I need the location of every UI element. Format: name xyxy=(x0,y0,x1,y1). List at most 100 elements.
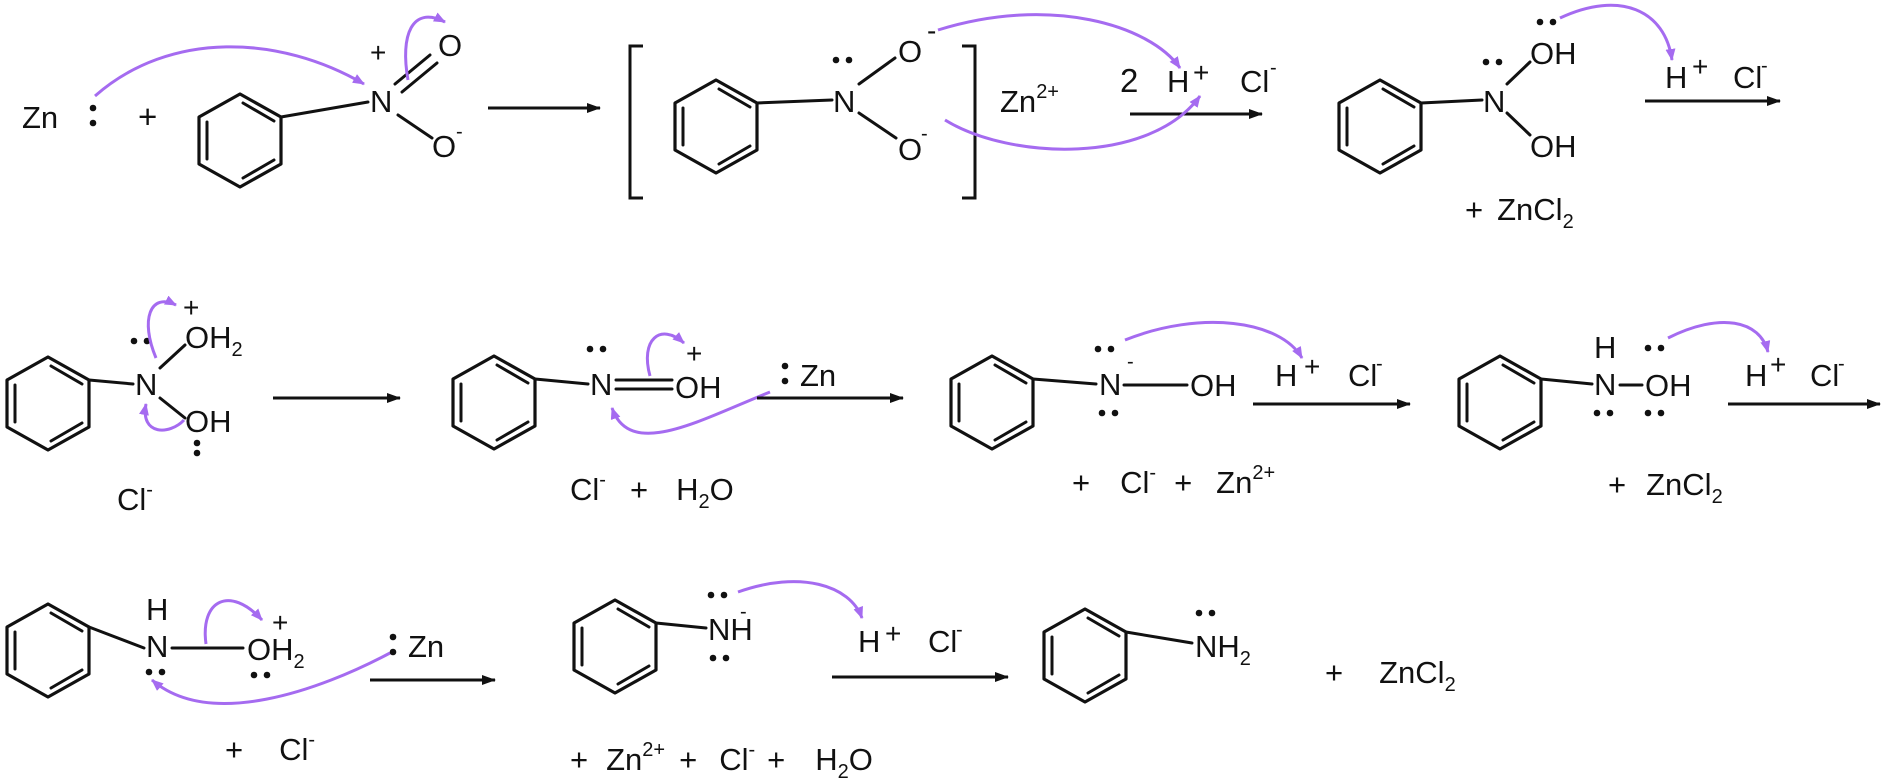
o-minus-charge: - xyxy=(927,15,936,46)
oh-upper-label: OH xyxy=(1530,36,1577,71)
curved-arrow-zn-to-n xyxy=(94,45,365,98)
n-minus-charge: - xyxy=(740,601,747,623)
c-n-bond xyxy=(1539,377,1594,386)
c-n-bond xyxy=(1031,377,1098,386)
h-plus-charge: + xyxy=(1304,351,1320,382)
byproduct-zncl2: +ZnCl2 xyxy=(1465,192,1574,233)
lone-pair-dot xyxy=(1111,409,1119,417)
oh2-label: OH2 xyxy=(247,632,305,673)
cl-minus-charge: - xyxy=(956,619,963,641)
row2-step: N + OH2 OH Cl- N + OH Cl-+H2O Zn xyxy=(5,292,1881,517)
curved-arrow-o-to-h xyxy=(1667,320,1771,353)
zn-reagent-label: Zn xyxy=(408,629,444,664)
benzene-ring-nitrobenzene xyxy=(197,92,283,189)
reagent-h-label: H xyxy=(858,624,880,659)
lone-pair-dot xyxy=(158,668,166,676)
lone-pair-dot xyxy=(89,104,97,112)
oh-label: OH xyxy=(185,404,232,439)
reagent-cl-label: Cl xyxy=(1733,60,1762,95)
lone-pair-dot xyxy=(1549,18,1557,26)
reagent-h-label: H xyxy=(1665,60,1687,95)
n-o-double-bond-2 xyxy=(400,61,439,94)
curved-arrow-n-to-h xyxy=(1124,320,1304,359)
benzene-ring-aniline xyxy=(1042,607,1128,704)
benzene-ring-hydroxylamine xyxy=(1457,354,1543,451)
reagent-cl-label: Cl xyxy=(928,624,957,659)
left-bracket xyxy=(628,44,643,200)
n-oh-bond-upper xyxy=(1505,60,1532,86)
o-plus-charge: + xyxy=(183,292,199,323)
aniline-nh2-label: NH2 xyxy=(1195,629,1251,670)
n-o-bond-lower xyxy=(857,111,898,140)
n-plus-charge: + xyxy=(370,37,386,68)
h-plus-charge: + xyxy=(1770,349,1786,380)
c-n-bond xyxy=(654,621,708,630)
right-bracket xyxy=(962,44,977,200)
lone-pair-dot xyxy=(781,362,789,370)
cl-minus-charge: - xyxy=(1838,353,1845,375)
curved-arrow-o-to-h-2 xyxy=(944,95,1202,151)
h-plus-charge: + xyxy=(885,618,901,649)
nitro-o-double-label: O xyxy=(438,28,462,63)
reagent-cl-label: Cl xyxy=(1240,64,1269,99)
int-o-lower-label: O xyxy=(898,132,922,167)
lone-pair-dot xyxy=(1208,609,1216,617)
reagent-h-label: H xyxy=(1275,358,1297,393)
chloride-label: Cl- xyxy=(117,479,153,517)
lone-pair-dot xyxy=(1094,345,1102,353)
product-zncl2: +ZnCl2 xyxy=(1325,655,1456,696)
lone-pair-dot xyxy=(389,633,397,641)
nh-n-label: N xyxy=(146,629,168,664)
lone-pair-dot xyxy=(193,449,201,457)
lone-pair-dot xyxy=(781,377,789,385)
lone-pair-dot xyxy=(1536,18,1544,26)
c-n-bond xyxy=(755,98,834,105)
curved-arrow-o-to-n xyxy=(139,403,186,432)
nh-anion-label: NH xyxy=(708,612,753,647)
zn-ion-label: Zn2+ xyxy=(1000,81,1059,119)
int-n-label: N xyxy=(833,84,855,119)
byproduct-chloride: +Cl- xyxy=(225,729,315,767)
lone-pair-dot xyxy=(263,671,271,679)
oh2-label: OH2 xyxy=(185,320,243,361)
row3-step: H N + OH2 Zn +Cl- NH - +Zn2++Cl-+H2O H xyxy=(5,580,1456,778)
lone-pair-dot xyxy=(1657,409,1665,417)
n-label: N xyxy=(135,367,157,402)
n-oh-bond xyxy=(158,396,187,420)
o-plus-charge: + xyxy=(272,607,288,638)
cl-minus-charge: - xyxy=(1270,57,1277,79)
benzene-ring-nitrosonium xyxy=(451,354,537,451)
curved-arrow-o-to-h xyxy=(937,13,1182,69)
benzene-ring-intermediate xyxy=(673,78,759,175)
byproduct-zncl2: +ZnCl2 xyxy=(1608,467,1723,508)
n-o-double-bond xyxy=(393,53,432,86)
curved-arrow-o-lone-pair xyxy=(645,331,685,377)
lone-pair-dot xyxy=(722,654,730,662)
nh-h-label: H xyxy=(146,592,168,627)
lone-pair-dot xyxy=(720,591,728,599)
n-anion-label: N xyxy=(1099,367,1121,402)
nh-h-label: H xyxy=(1594,330,1616,365)
nitro-n-label: N xyxy=(370,84,392,119)
curved-arrow-zn-to-n xyxy=(610,390,771,435)
lone-pair-dot xyxy=(1495,58,1503,66)
lone-pair-dot xyxy=(832,56,840,64)
byproducts-zn-cl-water: +Zn2++Cl-+H2O xyxy=(570,739,873,778)
o-minus-charge: - xyxy=(456,121,463,143)
lone-pair-dot xyxy=(193,439,201,447)
byproducts-chloride-water: Cl-+H2O xyxy=(570,469,734,513)
benzene-ring-amide-anion xyxy=(949,354,1035,451)
cl-minus-charge: - xyxy=(1761,55,1768,77)
lone-pair-dot xyxy=(145,668,153,676)
c-n-bond xyxy=(1124,630,1194,645)
curved-arrow-bond-to-o xyxy=(146,295,177,359)
reagent-h-label: H xyxy=(1167,64,1189,99)
n-o-bond-upper xyxy=(857,56,897,86)
h-plus-charge: + xyxy=(1193,57,1209,88)
byproducts-cl-zn: +Cl-+Zn2+ xyxy=(1072,462,1275,500)
benzene-ring-protonated-hydroxylamine xyxy=(5,602,91,699)
lone-pair-dot xyxy=(1107,345,1115,353)
benzene-ring-amide xyxy=(572,598,658,695)
lone-pair-dot xyxy=(1098,409,1106,417)
lone-pair-dot xyxy=(1644,409,1652,417)
